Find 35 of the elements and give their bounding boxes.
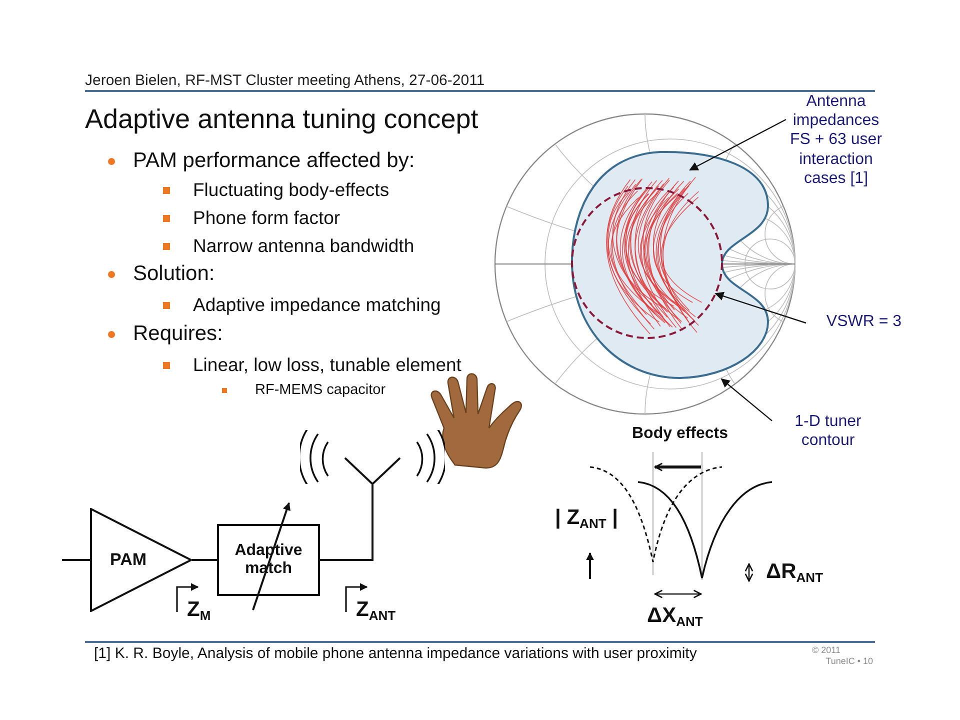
amplifier-label: PAM bbox=[110, 550, 147, 570]
leader-line bbox=[720, 378, 772, 422]
bullet-text: Solution: bbox=[133, 262, 215, 286]
bullet-text: Phone form factor bbox=[193, 207, 340, 228]
slide-title: Adaptive antenna tuning concept bbox=[85, 104, 478, 135]
bullet-text: Narrow antenna bandwidth bbox=[193, 235, 414, 256]
leader-line bbox=[714, 292, 806, 324]
impedance-symbol: Z$_{M}$ bbox=[187, 598, 211, 624]
bullet-text: PAM performance affected by: bbox=[133, 149, 415, 174]
plot-title: Body effects bbox=[632, 425, 728, 444]
impedance-traces bbox=[606, 176, 702, 334]
tuner-contour bbox=[571, 151, 769, 379]
callout-text: Antenna impedances FS + 63 user interaction cases [1] bbox=[786, 92, 886, 202]
footer-text: © 2011 bbox=[812, 645, 840, 656]
bullet-text: Linear, low loss, tunable element bbox=[193, 354, 462, 376]
callout-text: VSWR = 3 bbox=[806, 312, 922, 334]
bullet-text: Adaptive impedance matching bbox=[193, 294, 441, 316]
signal-wire bbox=[320, 484, 374, 561]
header-text: Jeroen Bielen, RF-MST Cluster meeting Athens, 27-06-2011 bbox=[85, 72, 485, 90]
callout-text: 1-D tuner contour bbox=[772, 412, 884, 456]
signal-wire bbox=[192, 559, 217, 561]
footer-text: TuneIC • 10 bbox=[825, 656, 873, 666]
bullet-text: Requires: bbox=[133, 322, 223, 346]
bullet-text: Fluctuating body-effects bbox=[193, 179, 390, 200]
impedance-symbol: ΔX$_{ANT}$ bbox=[647, 604, 703, 630]
vswr-circle bbox=[571, 187, 723, 339]
signal-wire bbox=[62, 559, 90, 561]
impedance-symbol: Z$_{ANT}$ bbox=[356, 598, 396, 624]
impedance-symbol: ΔR$_{ANT}$ bbox=[766, 560, 824, 586]
bullet-text: RF-MEMS capacitor bbox=[255, 382, 386, 399]
antenna-drawing bbox=[300, 430, 445, 484]
leader-line bbox=[689, 118, 786, 171]
impedance-symbol: | Z$_{ANT}$ | bbox=[555, 506, 618, 532]
process-box bbox=[217, 524, 320, 596]
footnote: [1] K. R. Boyle, Analysis of mobile phone antenna impedance variations with user proximity bbox=[94, 645, 697, 662]
